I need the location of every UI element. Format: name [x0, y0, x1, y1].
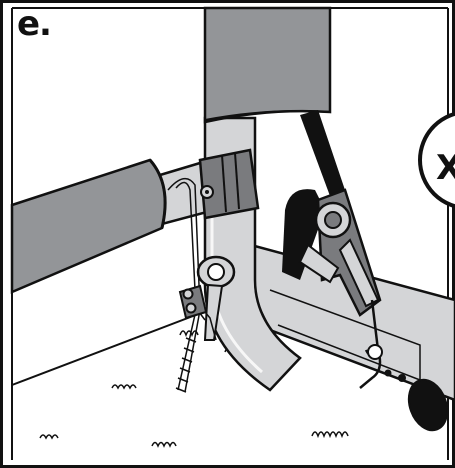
pipe-hole [398, 374, 406, 382]
fabric-cover-top [205, 8, 330, 122]
cable-clamp-icon [180, 286, 206, 318]
warning-symbol: X [436, 150, 455, 186]
pole-clamp [200, 150, 258, 218]
step-label: e. [17, 4, 51, 44]
